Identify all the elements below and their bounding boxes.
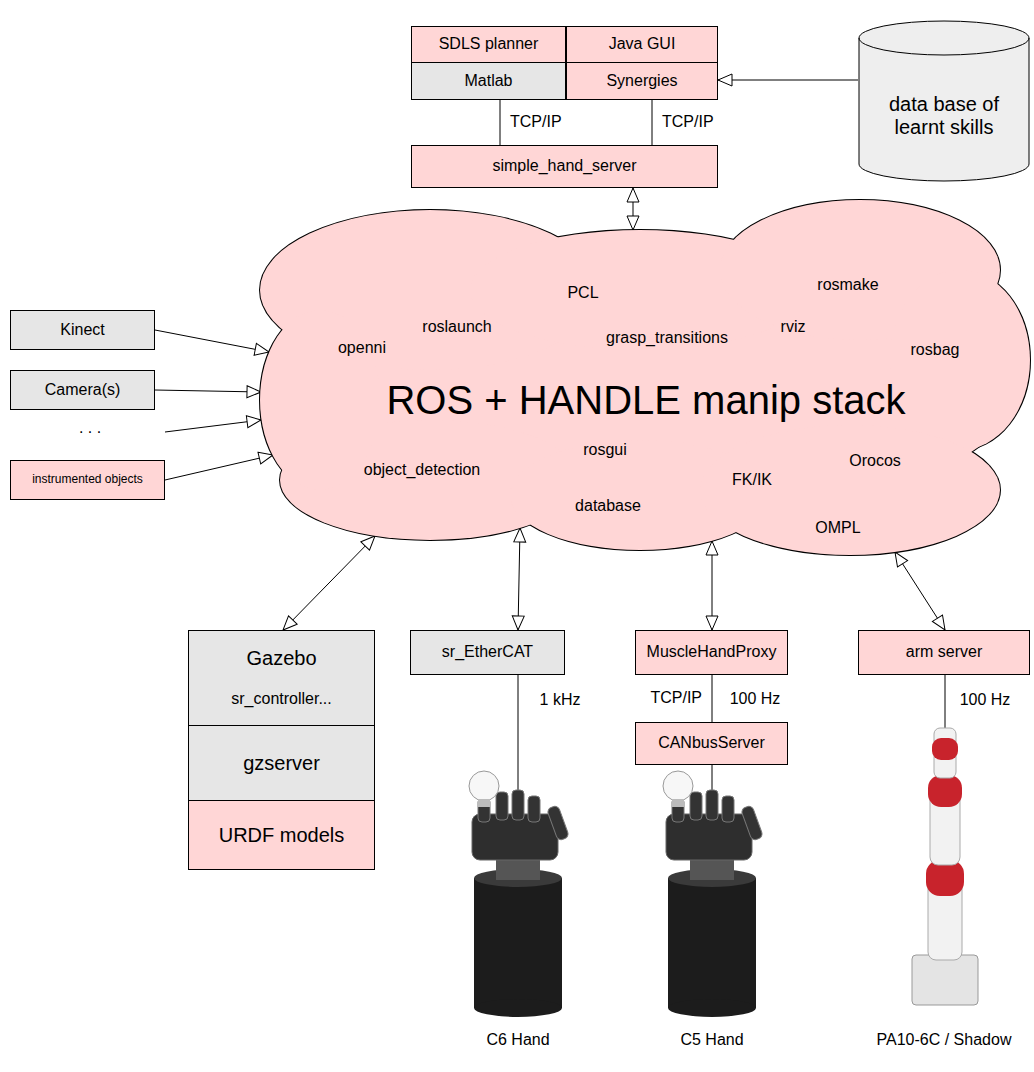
rate-label: 100 Hz [960, 691, 1011, 709]
connector [712, 675, 713, 722]
edge-label: TCP/IP [662, 113, 714, 131]
component-box: sr_EtherCAT [410, 630, 565, 675]
box-label: CANbusServer [658, 734, 765, 752]
stack-title: ROS + HANDLE manip stack [386, 377, 905, 423]
tool-name: object_detection [364, 461, 481, 479]
box-label: Matlab [464, 72, 512, 90]
bus-line [518, 675, 519, 790]
cylinder-rim [859, 38, 1029, 55]
tool-name: Orocos [849, 452, 901, 470]
box-label: simple_hand_server [492, 157, 636, 175]
input-line [165, 420, 261, 432]
component-box: CANbusServer [635, 722, 788, 765]
edge-label: TCP/IP [510, 113, 562, 131]
cylinder-body [859, 21, 1029, 181]
connector [165, 455, 273, 480]
tool-name: rviz [781, 318, 806, 336]
component-box: Gazebo sr_controller... [188, 630, 375, 726]
connector [895, 552, 945, 630]
connector [500, 100, 501, 145]
connector [155, 390, 261, 392]
tool-name: rosgui [583, 441, 627, 459]
connector [283, 536, 375, 630]
connector [633, 188, 634, 230]
bus-line [712, 765, 713, 790]
tool-name: roslaunch [422, 318, 491, 336]
tool-name: openni [338, 339, 386, 357]
tool-name: FK/IK [732, 471, 772, 489]
bus-line [945, 675, 946, 728]
box-label: Synergies [606, 72, 677, 90]
cloud-lobe [890, 270, 1030, 450]
database-cylinder: data base of learnt skills [858, 20, 1030, 182]
edge-label: TCP/IP [650, 689, 702, 707]
connector [518, 528, 520, 630]
tool-name: OMPL [815, 519, 860, 537]
component-box: instrumented objects [10, 460, 165, 500]
cloud-lobe [700, 425, 1000, 555]
cloud-lobe [260, 310, 380, 490]
component-box: arm server [858, 630, 1030, 675]
tool-name: rosmake [817, 276, 878, 294]
cloud-lobe [700, 425, 1000, 555]
cloud-edge [260, 200, 1030, 555]
box-label: sr_EtherCAT [442, 643, 533, 661]
component-box: Camera(s) [10, 370, 155, 410]
component-box: gzserver [188, 725, 375, 801]
device-caption: C5 Hand [680, 1031, 743, 1049]
box-label: Gazebo [246, 647, 316, 670]
box-label: sr_controller... [231, 690, 331, 708]
device-caption: PA10-6C / Shadow [877, 1031, 1012, 1049]
cloud-outline [258, 195, 1034, 557]
box-label: arm server [906, 643, 982, 661]
tool-name: grasp_transitions [606, 329, 728, 347]
tool-name: PCL [567, 284, 598, 302]
connector [652, 100, 653, 145]
device-caption: C6 Hand [486, 1031, 549, 1049]
c6-hand-picture [469, 771, 569, 1017]
tool-name: database [575, 497, 641, 515]
box-label: instrumented objects [32, 473, 143, 487]
component-box: Matlab [411, 62, 566, 100]
rate-label: . . . [79, 419, 101, 437]
cloud-fill [260, 200, 1030, 555]
box-label: gzserver [243, 752, 320, 775]
box-label: Kinect [60, 321, 104, 339]
connector [712, 541, 713, 630]
component-box: Java GUI [566, 26, 718, 63]
rate-label: 1 kHz [540, 691, 581, 709]
connector [155, 330, 269, 352]
box-label: Camera(s) [45, 381, 121, 399]
box-label: MuscleHandProxy [647, 643, 777, 661]
box-label: data base of learnt skills [869, 93, 1019, 139]
tool-name: rosbag [911, 341, 960, 359]
connector [718, 80, 858, 81]
component-box: MuscleHandProxy [635, 630, 788, 675]
cloud-region: ROS + HANDLE manip stack openni roslaunch P… [258, 195, 1034, 557]
component-box: SDLS planner [411, 26, 566, 63]
cloud-lobe [260, 310, 380, 490]
component-box: URDF models [188, 800, 375, 870]
c5-hand-picture [663, 771, 763, 1017]
box-label: SDLS planner [439, 35, 539, 53]
robot-arm-picture [912, 728, 978, 1005]
component-box: simple_hand_server [411, 145, 718, 188]
component-box: Synergies [566, 62, 718, 100]
rate-label: 100 Hz [730, 690, 781, 708]
box-label: URDF models [219, 824, 345, 847]
box-label: Java GUI [609, 35, 676, 53]
component-box: Kinect [10, 310, 155, 350]
cloud-lobe [890, 270, 1030, 450]
